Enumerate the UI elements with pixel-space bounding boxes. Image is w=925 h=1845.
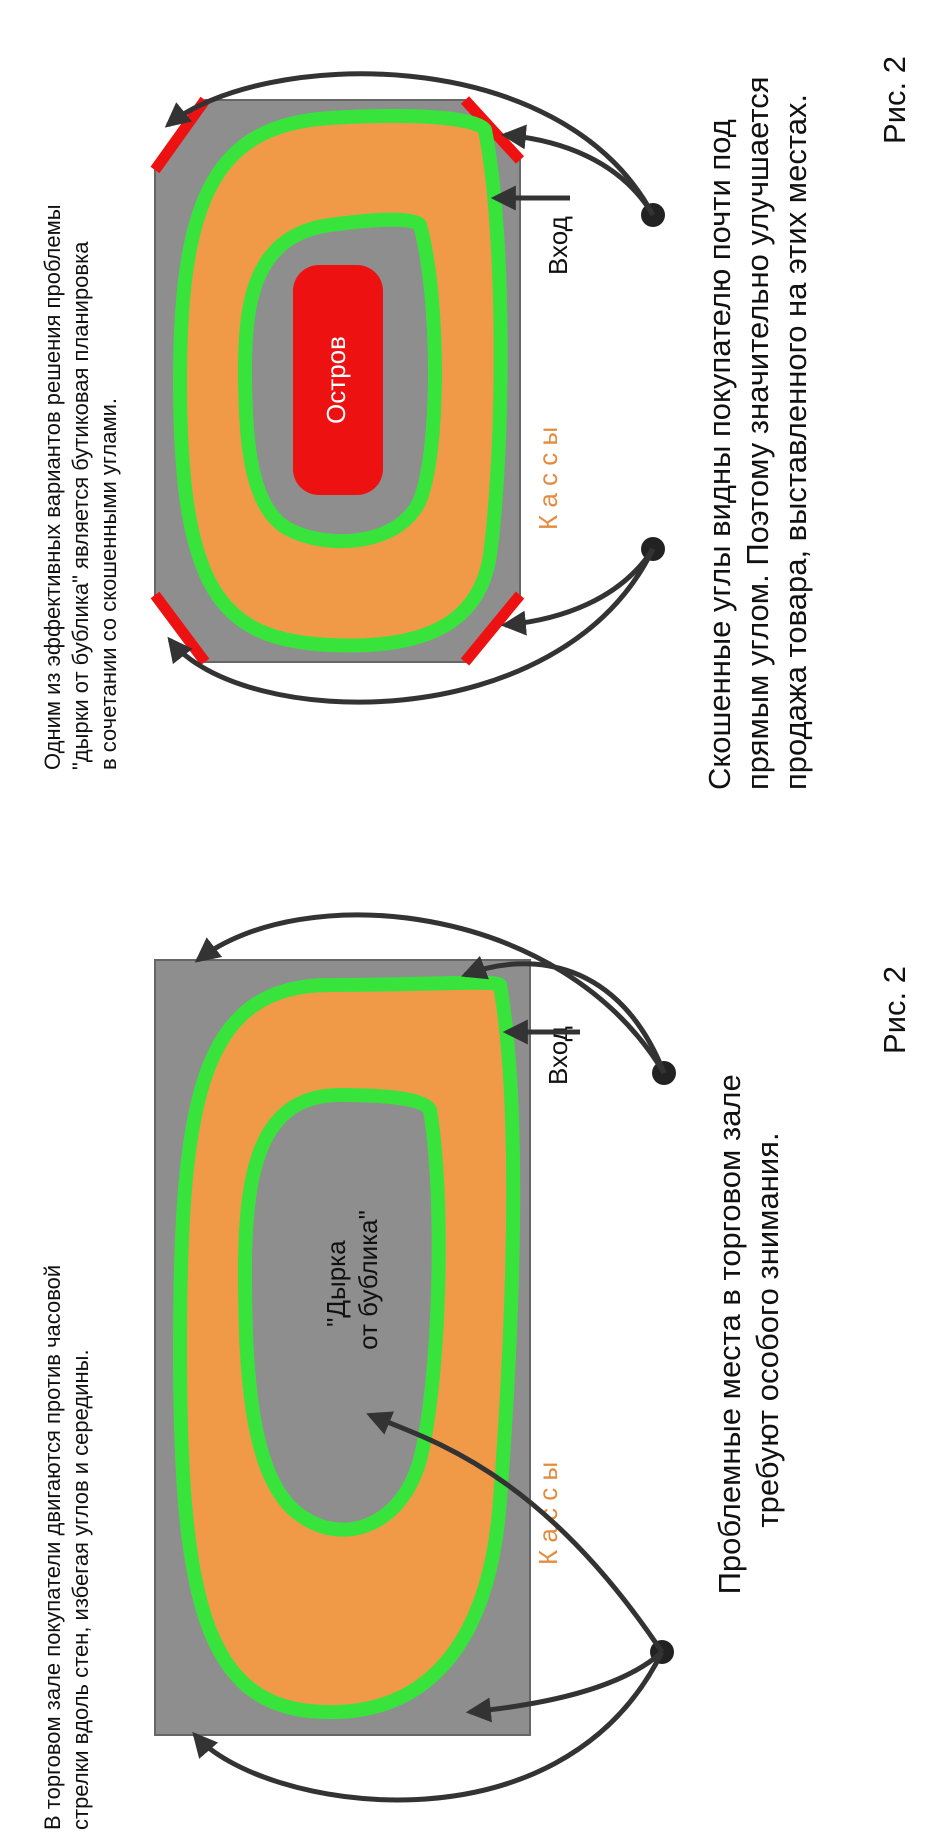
- figure-1-center-label: "Дырка от бублика": [321, 1210, 383, 1350]
- figure-2-pointer-arrow: [500, 124, 656, 217]
- figure-1-pointer-arrow: [192, 1650, 665, 1803]
- figure-2-pointer-arrow: [167, 547, 656, 705]
- figure-1-pointer-arrow: [461, 955, 667, 1074]
- figure-1-pointer-arrow: [194, 912, 667, 1075]
- figure-2-bottom-note-line-2: прямым углом. Поэтому значительно улучша…: [740, 77, 775, 791]
- figure-2-beveled-corner: [150, 591, 210, 666]
- figure-2-island-label: Остров: [321, 336, 351, 424]
- figure-1-caption-line-2: стрелки вдоль стен, избегая углов и сере…: [68, 1349, 93, 1830]
- figure-2-caption: Одним из эффективных вариантов решения п…: [40, 198, 121, 770]
- figure-1-bottom-note-line-1: Проблемные места в торговом зале: [712, 1074, 747, 1594]
- figure-1-center-label-line-1: "Дырка: [321, 1240, 351, 1327]
- figure-1-caption-line-1: В торговом зале покупатели двигаются про…: [40, 1265, 65, 1830]
- figure-2-beveled-corner: [150, 96, 210, 174]
- figure-2-beveled-corner: [460, 96, 525, 164]
- figure-1-label: Рис. 2: [877, 966, 912, 1054]
- figure-2-bottom-note: Скошенные углы видны покупателю почти по…: [702, 68, 813, 790]
- figure-1-bottom-note-line-2: требуют особого знимания.: [750, 1132, 785, 1527]
- figure-1: Рис. 2 В торговом зале покупатели двигаю…: [40, 912, 912, 1830]
- figure-2-caption-line-3: в сочетании со скошенными углами.: [96, 398, 121, 770]
- figure-1-center-label-line-2: от бублика": [353, 1210, 383, 1350]
- figure-2-entrance-label: Вход: [543, 216, 573, 275]
- figure-2-pointer-arrow: [500, 547, 656, 636]
- figure-1-caption: В торговом зале покупатели двигаются про…: [40, 1259, 93, 1830]
- figure-2-cashiers-label: К а с с ы: [533, 427, 563, 530]
- figure-1-pointer-arrow: [366, 1411, 665, 1654]
- figure-2-label: Рис. 2: [877, 56, 912, 144]
- figure-1-bottom-note: Проблемные места в торговом зале требуют…: [712, 1066, 785, 1595]
- figure-2-pointer-arrow: [164, 71, 656, 217]
- figure-1-pointer-arrow: [465, 1650, 664, 1723]
- figure-1-entrance-label: Вход: [543, 1026, 573, 1085]
- figure-2-beveled-corner: [460, 591, 525, 666]
- figure-2-bottom-note-line-1: Скошенные углы видны покупателю почти по…: [702, 119, 737, 790]
- figure-2-island: [293, 265, 383, 495]
- figure-1-cashiers-label: К а с с ы: [533, 1462, 563, 1565]
- figure-2-caption-line-2: "дырки от бублика" является бутиковая пл…: [68, 241, 93, 770]
- figure-2-bottom-note-line-3: продажа товара, выставленного на этих ме…: [778, 94, 813, 790]
- figure-2-caption-line-1: Одним из эффективных вариантов решения п…: [40, 204, 65, 770]
- figure-2: Рис. 2 Одним из эффективных вариантов ре…: [40, 56, 912, 790]
